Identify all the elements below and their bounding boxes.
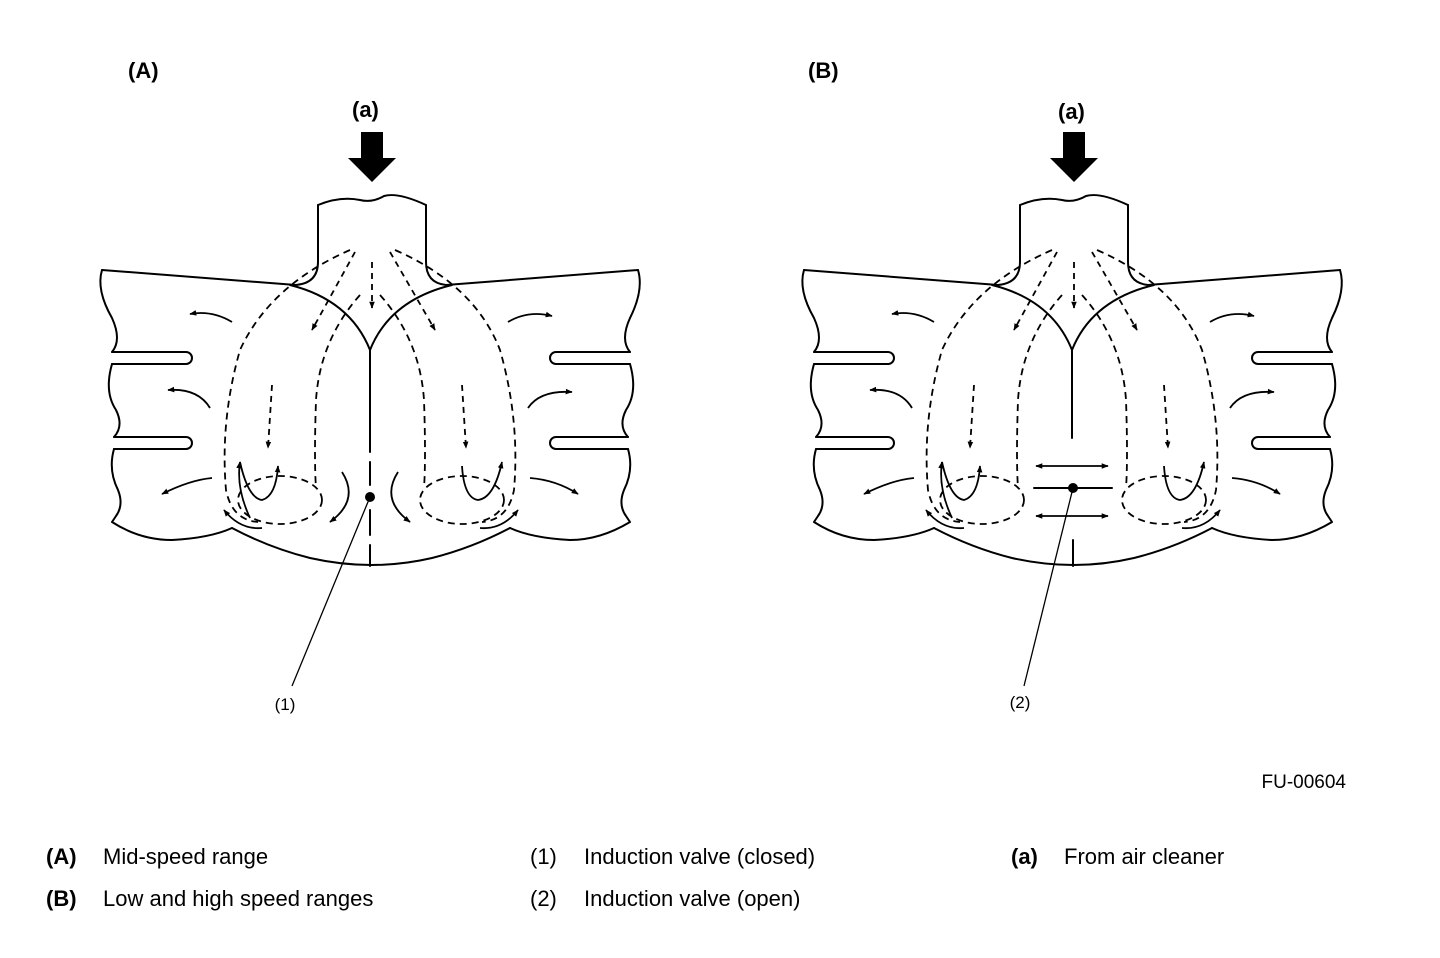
legend-key: (B) (46, 886, 77, 911)
legend-text: Induction valve (closed) (584, 844, 816, 869)
inlet-arrow-icon (348, 132, 396, 182)
panel-a-callout-label: (1) (275, 695, 296, 714)
induction-valve-closed (365, 461, 375, 567)
legend-text: Mid-speed range (103, 844, 269, 869)
figure-code: FU-00604 (1262, 772, 1347, 793)
panel-b-label: (B) (808, 58, 839, 83)
flow-arrows (161, 310, 579, 530)
inlet-arrow-icon (1050, 132, 1098, 182)
legend-item-1: (1) Induction valve (closed) (530, 844, 815, 870)
panel-b-inlet-label: (a) (1058, 99, 1085, 124)
legend-item-b: (B) Low and high speed ranges (46, 886, 373, 912)
panel-a-inlet-label: (a) (352, 97, 379, 122)
flow-paths (925, 249, 1219, 525)
callout-leader (1023, 487, 1074, 687)
legend-text: Low and high speed ranges (103, 886, 374, 911)
legend-text: From air cleaner (1064, 844, 1225, 869)
intake-manifold-diagram: (A) (a) (99, 58, 1347, 793)
callout-leader (291, 496, 371, 687)
panel-b-callout-label: (2) (1010, 693, 1031, 712)
legend-item-a-lower: (a) From air cleaner (1011, 844, 1224, 870)
panel-a-mid-speed: (A) (a) (99, 58, 641, 714)
manifold-outline (801, 194, 1343, 566)
legend-key: (2) (530, 886, 557, 911)
legend: (A) Mid-speed range (B) Low and high spe… (0, 838, 1440, 938)
legend-text: Induction valve (open) (584, 886, 801, 911)
legend-item-2: (2) Induction valve (open) (530, 886, 800, 912)
legend-key: (A) (46, 844, 77, 869)
induction-valve-open (1033, 463, 1113, 567)
manifold-outline (99, 194, 641, 566)
legend-item-a: (A) Mid-speed range (46, 844, 268, 870)
panel-b-low-high-speed: (B) (a) (801, 58, 1343, 712)
legend-key: (1) (530, 844, 557, 869)
legend-key: (a) (1011, 844, 1038, 869)
flow-arrows (863, 310, 1281, 530)
flow-paths (223, 249, 517, 525)
panel-a-label: (A) (128, 58, 159, 83)
